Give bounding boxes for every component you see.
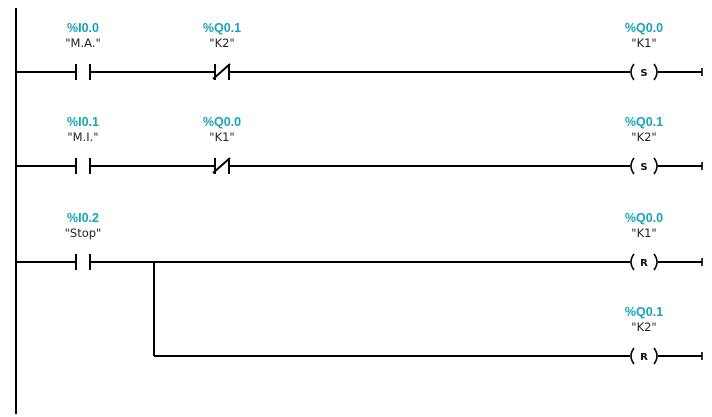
- contact-address: %I0.1: [67, 115, 99, 129]
- coil-tag: "K1": [631, 36, 656, 50]
- contact-nc-slash: [212, 63, 231, 80]
- coil-paren-left: [630, 157, 635, 175]
- rung-1-contact-2[interactable]: %Q0.1"K2": [203, 21, 241, 80]
- coil-tag: "K1": [631, 226, 656, 240]
- rung-3-coil-2[interactable]: R %Q0.1"K2": [625, 305, 663, 365]
- contact-address: %Q0.1: [203, 21, 241, 35]
- contact-address: %I0.0: [67, 21, 99, 35]
- coil-address: %Q0.0: [625, 21, 663, 35]
- contact-tag: "Stop": [65, 226, 102, 240]
- coil-address: %Q0.0: [625, 211, 663, 225]
- coil-letter: R: [640, 258, 648, 269]
- contact-address: %I0.2: [67, 211, 99, 225]
- contact-tag: "K1": [209, 130, 234, 144]
- rung-2-coil[interactable]: S %Q0.1"K2": [625, 115, 663, 175]
- coil-paren-left: [630, 63, 635, 81]
- contact-tag: "K2": [209, 36, 234, 50]
- coil-paren-left: [630, 253, 635, 271]
- coil-letter: S: [640, 68, 647, 79]
- contact-address: %Q0.0: [203, 115, 241, 129]
- coil-letter: R: [640, 352, 648, 363]
- coil-paren-right: [653, 253, 658, 271]
- coil-paren-right: [653, 157, 658, 175]
- rung-1-contact-1[interactable]: %I0.0"M.A.": [65, 21, 101, 80]
- coil-paren-right: [653, 347, 658, 365]
- coil-paren-left: [630, 347, 635, 365]
- coil-tag: "K2": [631, 320, 656, 334]
- rung-3-coil-1[interactable]: R %Q0.0"K1": [625, 211, 663, 271]
- coil-address: %Q0.1: [625, 305, 663, 319]
- rung-1-coil[interactable]: S %Q0.0"K1": [625, 21, 663, 81]
- coil-paren-right: [653, 63, 658, 81]
- rung-3-contact-1[interactable]: %I0.2"Stop": [65, 211, 102, 270]
- contact-tag: "M.A.": [65, 36, 100, 50]
- coil-tag: "K2": [631, 130, 656, 144]
- contact-tag: "M.I.": [67, 130, 98, 144]
- contact-nc-slash: [212, 157, 231, 174]
- coil-address: %Q0.1: [625, 115, 663, 129]
- coil-letter: S: [640, 162, 647, 173]
